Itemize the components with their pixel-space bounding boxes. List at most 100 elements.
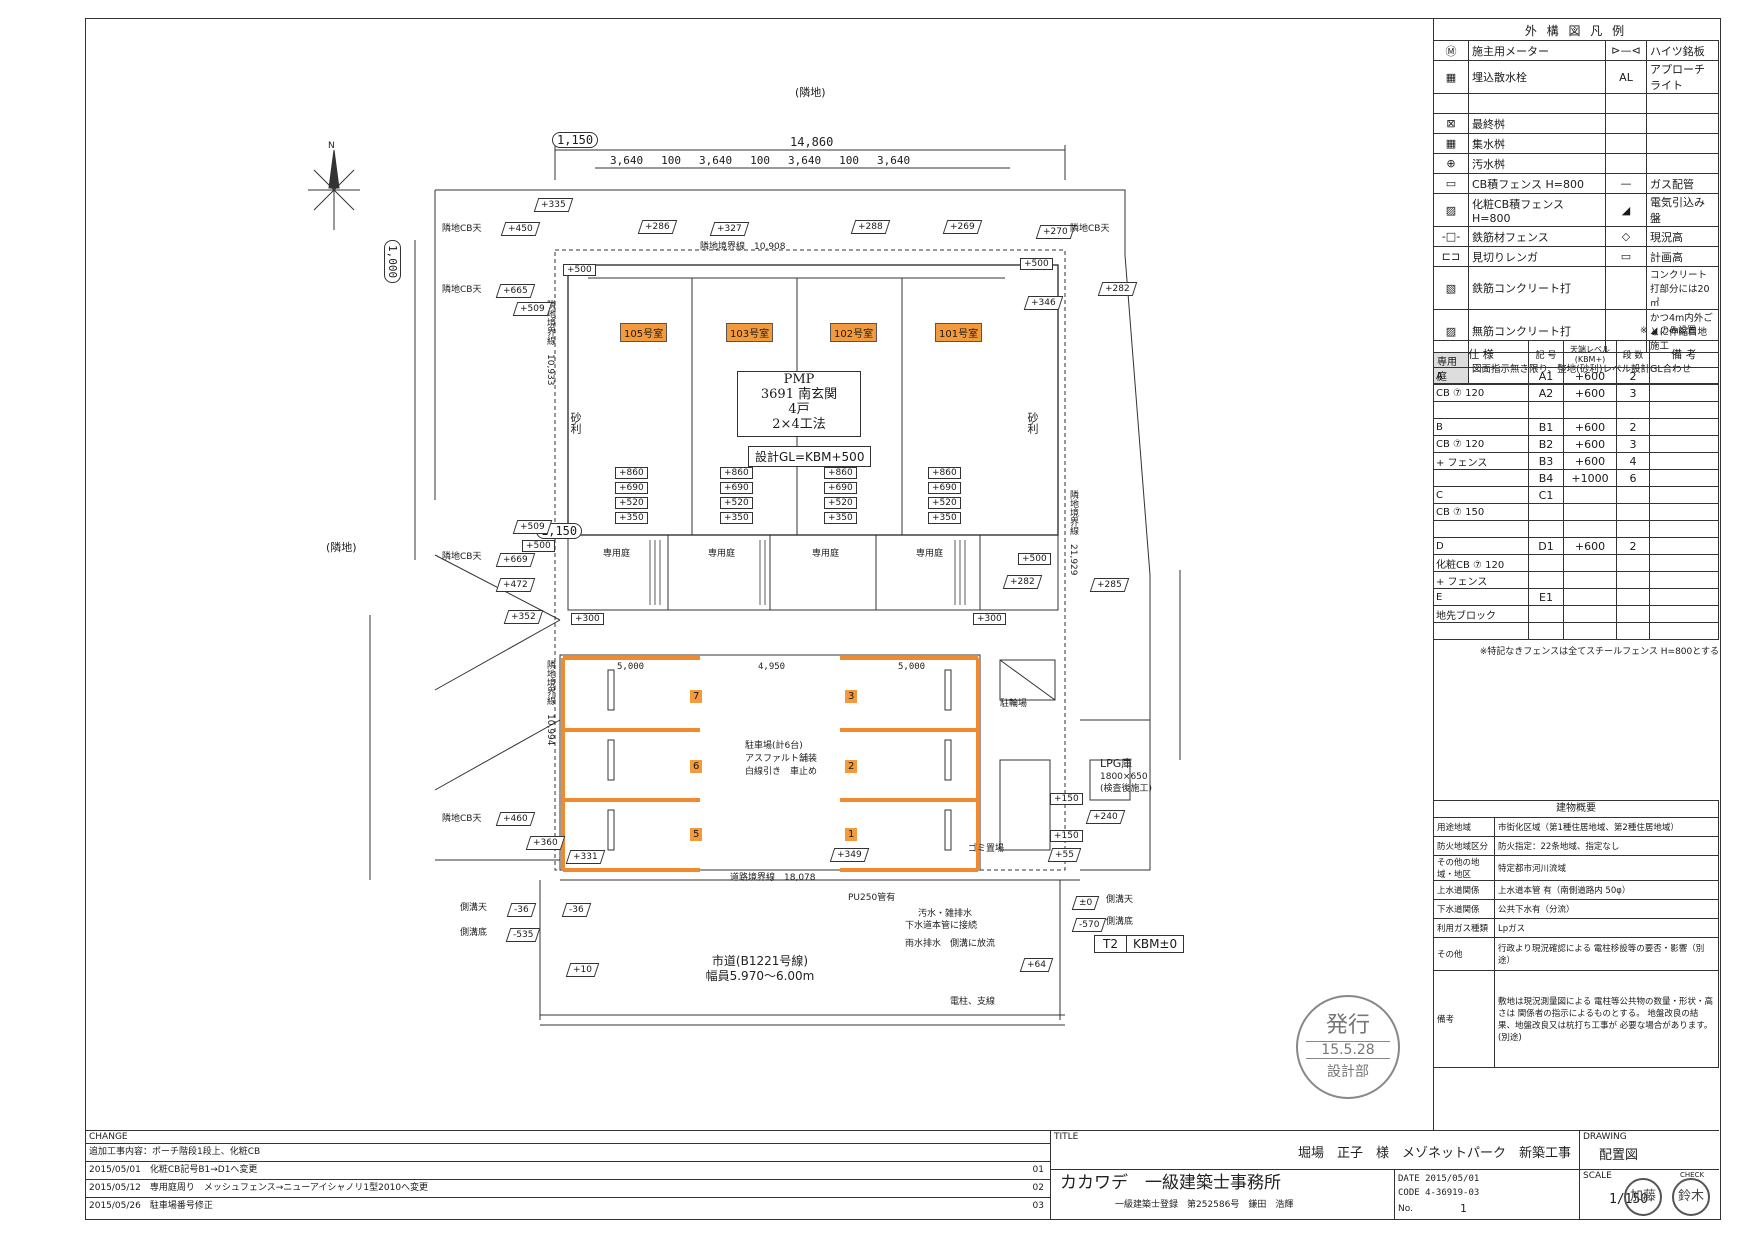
- elev-marker: +665: [495, 284, 536, 298]
- parking-number: 5: [690, 828, 703, 841]
- elev-box: +520: [615, 497, 648, 509]
- elev-marker: -36: [506, 903, 536, 917]
- parking-number: 1: [845, 828, 858, 841]
- registration: 一級建築士登録 第252586号 鎌田 浩輝: [1115, 1200, 1294, 1210]
- spec-cell: CB ⑦ 120: [1433, 384, 1529, 402]
- spec-cell: B4: [1528, 469, 1564, 487]
- elev-box: +860: [615, 467, 648, 479]
- title-label: TITLE: [1054, 1132, 1079, 1142]
- elev-box: +350: [615, 512, 648, 524]
- legend-symbol: ▭: [1605, 246, 1647, 267]
- spec-cell: +600: [1563, 435, 1617, 453]
- rain-note: 雨水排水 側溝に放流: [905, 939, 996, 949]
- zoning-value: 公共下水有（分流）: [1494, 899, 1719, 919]
- spec-cell: A2: [1528, 384, 1564, 402]
- elev-box: +500: [563, 264, 596, 276]
- legend-label: アプローチライト: [1646, 60, 1719, 94]
- spec-cell: [1649, 469, 1719, 487]
- elev-box: +300: [973, 613, 1006, 625]
- dim-part: 3,640: [877, 154, 911, 167]
- spec-row: [1433, 520, 1719, 538]
- cb-label: 隣地CB天: [442, 814, 482, 824]
- spec-cell: [1649, 588, 1719, 606]
- legend-row: ▭CB積フェンス H=800—ガス配管: [1433, 173, 1719, 194]
- legend-row: -□-鉄筋材フェンス◇現況高: [1433, 226, 1719, 247]
- legend-symbol: AL: [1605, 60, 1647, 94]
- legend-symbol: [1605, 266, 1647, 310]
- utility-pole-label: 電柱、支線: [950, 997, 996, 1007]
- zoning-key: 利用ガス種類: [1433, 918, 1495, 938]
- spec-cell: [1616, 605, 1650, 623]
- spec-cell: [1649, 486, 1719, 504]
- elev-marker: +282: [1002, 575, 1043, 589]
- road-boundary: 道路境界線 18,078: [730, 873, 816, 883]
- spec-cell: [1563, 588, 1617, 606]
- legend-label: 施主用メーター: [1468, 40, 1606, 61]
- boundary-top: 隣地境界線 10,908: [700, 242, 786, 252]
- elev-box: +860: [824, 467, 857, 479]
- building-info-box: PMP 3691 南玄関 4戸 2×4工法: [737, 371, 861, 437]
- elev-marker: +286: [637, 220, 678, 234]
- zoning-row: その他の地域・地区特定都市河川流域: [1433, 855, 1719, 881]
- spec-row: [1433, 622, 1719, 640]
- dim-top-total: 14,860: [790, 135, 834, 149]
- dim-part: 100: [750, 154, 770, 167]
- road-name: 市道(B1221号線): [712, 953, 808, 968]
- elev-marker: +240: [1085, 810, 1126, 824]
- sewer-note2: 下水道本管に接続: [905, 921, 978, 931]
- legend-label: 電気引込み盤: [1646, 193, 1719, 227]
- elev-marker: +509: [512, 302, 553, 316]
- spec-cell: [1528, 401, 1564, 419]
- dim-part: 3,640: [788, 154, 822, 167]
- elev-box: +520: [824, 497, 857, 509]
- dim-1000: 1,000: [384, 240, 401, 284]
- elev-marker: ±0: [1071, 896, 1100, 910]
- spec-cell: [1616, 503, 1650, 521]
- elev-marker: +10: [565, 963, 600, 977]
- elev-box: +690: [824, 482, 857, 494]
- spec-cell: [1616, 554, 1650, 572]
- dim-1150-top: 1,150: [552, 132, 599, 148]
- spec-row: + フェンス: [1433, 571, 1719, 589]
- parking-number: 7: [690, 690, 703, 703]
- spec-cell: +600: [1563, 418, 1617, 436]
- stamp-date: 15.5.28: [1306, 1041, 1390, 1059]
- change-row: 2015/05/12 専用庭周り メッシュフェンス→ニューアイシャノリ1型201…: [85, 1179, 1050, 1197]
- legend-row: [1433, 93, 1719, 114]
- spec-cell: [1649, 554, 1719, 572]
- elev-box: +520: [720, 497, 753, 509]
- legend-label: 見切りレンガ: [1468, 246, 1606, 267]
- zoning-key: その他: [1433, 937, 1495, 971]
- check-label: CHECK: [1680, 1171, 1705, 1179]
- dim-top-parts: 3,640 100 3,640 100 3,640 100 3,640: [610, 154, 910, 167]
- zoning-value: 敷地は現況測量図による 電柱等公共物の数量・形状・高さは 関係者の指示によるもの…: [1494, 970, 1719, 1068]
- change-text: 2015/05/01 化粧CB記号B1→D1へ変更: [89, 1165, 258, 1175]
- dim-part: 100: [661, 154, 681, 167]
- gutter-top-label: 側溝天: [460, 903, 488, 913]
- gutter-bot-label: 側溝底: [460, 928, 488, 938]
- waste-label: ゴミ置場: [968, 844, 1005, 854]
- spec-cell: [1528, 622, 1564, 640]
- zoning-key: その他の地域・地区: [1433, 855, 1495, 881]
- spec-cell: + フェンス: [1433, 571, 1529, 589]
- legend-label: [1646, 153, 1719, 174]
- project-title: 堀場 正子 様 メゾネットパーク 新築工事: [1297, 1146, 1571, 1161]
- dim-parking: 5,000: [617, 662, 645, 672]
- spec-cell: [1649, 571, 1719, 589]
- spec-header: 記 号: [1528, 340, 1564, 368]
- dim-parking: 5,000: [898, 662, 926, 672]
- private-garden-label: 専用庭: [812, 549, 840, 559]
- legend-symbol: —: [1605, 173, 1647, 194]
- cb-label: 隣地CB天: [442, 224, 482, 234]
- parking-number: 6: [690, 760, 703, 773]
- room-tag: 102号室: [830, 323, 878, 342]
- elev-marker: +55: [1047, 848, 1082, 862]
- spec-cell: [1649, 503, 1719, 521]
- spec-cell: 3: [1616, 435, 1650, 453]
